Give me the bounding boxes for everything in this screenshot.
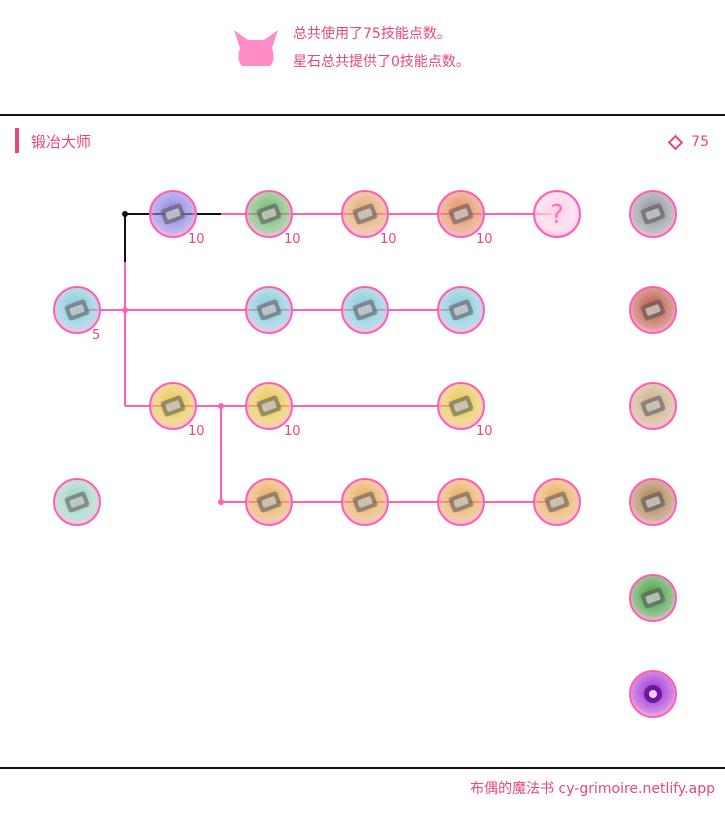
skill-node-r3c3[interactable] bbox=[245, 382, 293, 430]
iron-ingot-icon bbox=[640, 203, 666, 225]
skill-node-r3c2[interactable] bbox=[149, 382, 197, 430]
armor-gold-icon bbox=[256, 395, 282, 417]
anvil-gold-icon bbox=[448, 203, 474, 225]
material-fang[interactable] bbox=[629, 382, 677, 430]
section-title: 锻冶大师 bbox=[31, 133, 92, 151]
magic-orb-icon bbox=[644, 685, 662, 703]
section-points-value: 75 bbox=[691, 134, 709, 150]
skill-level: 10 bbox=[476, 232, 493, 247]
armor-sword-icon bbox=[256, 299, 282, 321]
armor-gem-icon bbox=[448, 491, 474, 513]
skill-node-r4c1[interactable] bbox=[53, 478, 101, 526]
skill-node-r1c6[interactable]: ? bbox=[533, 190, 581, 238]
armor-sword-icon bbox=[448, 299, 474, 321]
divider-bottom bbox=[0, 767, 725, 769]
link-junction bbox=[218, 403, 224, 409]
armor-sword-icon bbox=[352, 299, 378, 321]
material-leather[interactable] bbox=[629, 286, 677, 334]
link-junction bbox=[122, 211, 128, 217]
skill-node-r3c5[interactable] bbox=[437, 382, 485, 430]
skill-node-r4c6[interactable] bbox=[533, 478, 581, 526]
skill-level: 10 bbox=[188, 424, 205, 439]
svg-text:?: ? bbox=[550, 200, 564, 230]
armor-gem-icon bbox=[352, 491, 378, 513]
anvil-silver-icon bbox=[352, 203, 378, 225]
anvil-purple-icon bbox=[160, 203, 186, 225]
fang-icon bbox=[640, 395, 666, 417]
material-magic-orb[interactable] bbox=[629, 670, 677, 718]
crafting-kit-icon bbox=[64, 491, 90, 513]
armor-gem-icon bbox=[544, 491, 570, 513]
skill-node-r2c1[interactable] bbox=[53, 286, 101, 334]
material-iron-ingot[interactable] bbox=[629, 190, 677, 238]
armor-gold-icon bbox=[160, 395, 186, 417]
skill-level: 10 bbox=[188, 232, 205, 247]
skill-node-r4c4[interactable] bbox=[341, 478, 389, 526]
star-points-text: 星石总共提供了0技能点数。 bbox=[293, 54, 470, 70]
skill-node-r1c2[interactable] bbox=[149, 190, 197, 238]
section-accent-bar bbox=[15, 128, 19, 153]
link-junction bbox=[218, 499, 224, 505]
skill-node-r2c4[interactable] bbox=[341, 286, 389, 334]
armor-gem-icon bbox=[256, 491, 282, 513]
anvil-red-icon bbox=[256, 203, 282, 225]
skill-tree: ? bbox=[53, 190, 677, 718]
skill-node-r4c5[interactable] bbox=[437, 478, 485, 526]
divider-top bbox=[0, 114, 725, 116]
link-junction bbox=[122, 307, 128, 313]
material-leaf-plant[interactable] bbox=[629, 574, 677, 622]
skill-node-r4c3[interactable] bbox=[245, 478, 293, 526]
armor-gold-icon bbox=[448, 395, 474, 417]
skill-node-r1c4[interactable] bbox=[341, 190, 389, 238]
leather-icon bbox=[640, 299, 666, 321]
armor-sword-icon bbox=[64, 299, 90, 321]
material-wood-log[interactable] bbox=[629, 478, 677, 526]
skill-level: 10 bbox=[284, 424, 301, 439]
skill-level: 10 bbox=[380, 232, 397, 247]
skill-level: 10 bbox=[476, 424, 493, 439]
skill-node-r1c3[interactable] bbox=[245, 190, 293, 238]
skill-level: 10 bbox=[284, 232, 301, 247]
footer-credit[interactable]: 布偶的魔法书 cy-grimoire.netlify.app bbox=[470, 781, 715, 797]
skill-node-r2c3[interactable] bbox=[245, 286, 293, 334]
question-icon: ? bbox=[550, 200, 564, 230]
skill-node-r1c5[interactable] bbox=[437, 190, 485, 238]
skill-level: 5 bbox=[92, 328, 101, 343]
skill-links bbox=[77, 211, 557, 505]
section-points: 75 bbox=[667, 134, 709, 150]
wood-log-icon bbox=[640, 491, 666, 513]
cat-mascot-icon bbox=[234, 30, 278, 66]
leaf-plant-icon bbox=[640, 587, 666, 609]
points-used-text: 总共使用了75技能点数。 bbox=[293, 26, 451, 42]
skill-node-r2c5[interactable] bbox=[437, 286, 485, 334]
